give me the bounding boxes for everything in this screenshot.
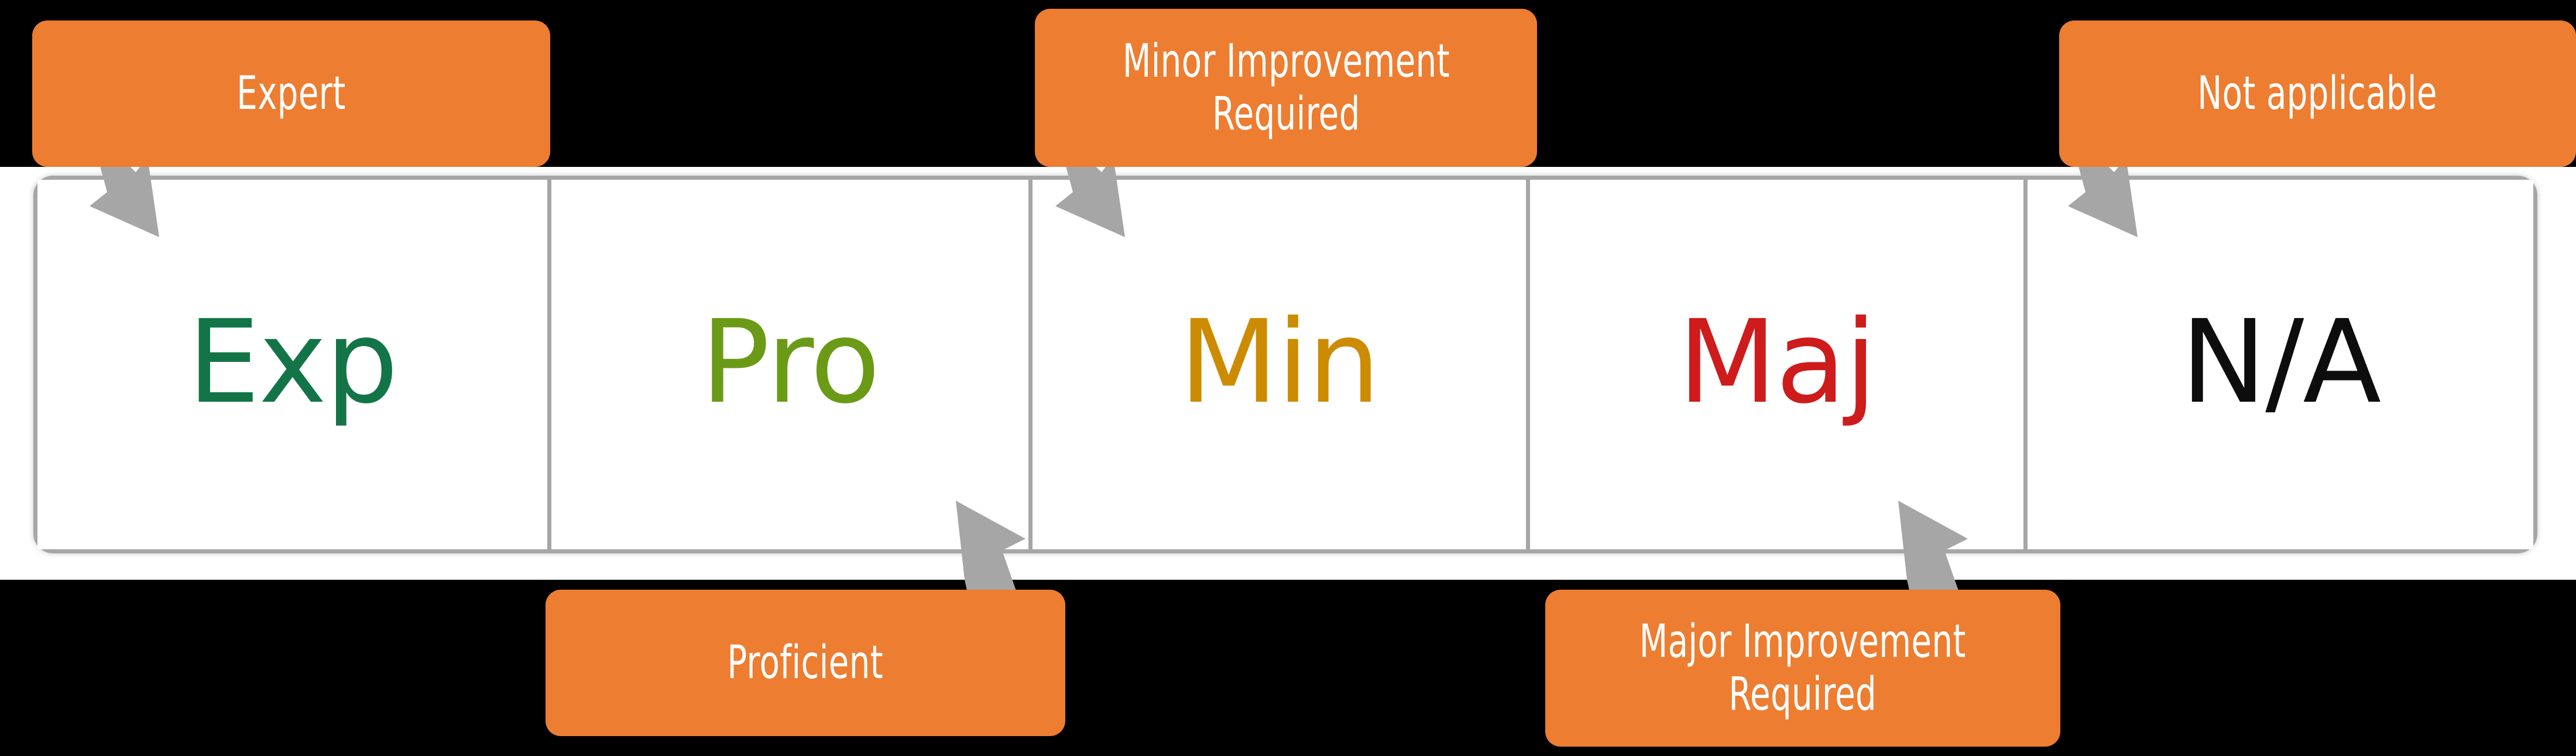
- rating-cell-na-label: N/A: [2180, 295, 2382, 429]
- rating-cell-exp-label: Exp: [187, 295, 398, 429]
- callout-minor-improvement-required-label: Minor Improvement Required: [1122, 35, 1450, 141]
- callout-not-applicable-label: Not applicable: [2197, 67, 2438, 120]
- callout-proficient[interactable]: Proficient: [546, 590, 1065, 736]
- rating-cell-exp[interactable]: Exp: [37, 180, 547, 549]
- rating-cell-pro[interactable]: Pro: [547, 180, 1028, 549]
- callout-expert-label: Expert: [236, 67, 346, 120]
- callout-not-applicable[interactable]: Not applicable: [2059, 20, 2576, 167]
- rating-cell-min-label: Min: [1179, 295, 1381, 429]
- rating-cell-maj-label: Maj: [1678, 295, 1877, 429]
- rating-cell-na[interactable]: N/A: [2023, 180, 2533, 549]
- callout-major-improvement-required[interactable]: Major Improvement Required: [1545, 590, 2060, 747]
- rating-cell-pro-label: Pro: [701, 295, 880, 429]
- rating-cell-maj[interactable]: Maj: [1526, 180, 2023, 549]
- callout-minor-improvement-required[interactable]: Minor Improvement Required: [1035, 9, 1537, 167]
- rating-cell-min[interactable]: Min: [1028, 180, 1526, 549]
- callout-expert[interactable]: Expert: [32, 20, 550, 167]
- rating-scale-bar[interactable]: Exp Pro Min Maj N/A: [33, 176, 2537, 553]
- callout-major-improvement-required-label: Major Improvement Required: [1639, 615, 1966, 721]
- callout-proficient-label: Proficient: [727, 636, 884, 689]
